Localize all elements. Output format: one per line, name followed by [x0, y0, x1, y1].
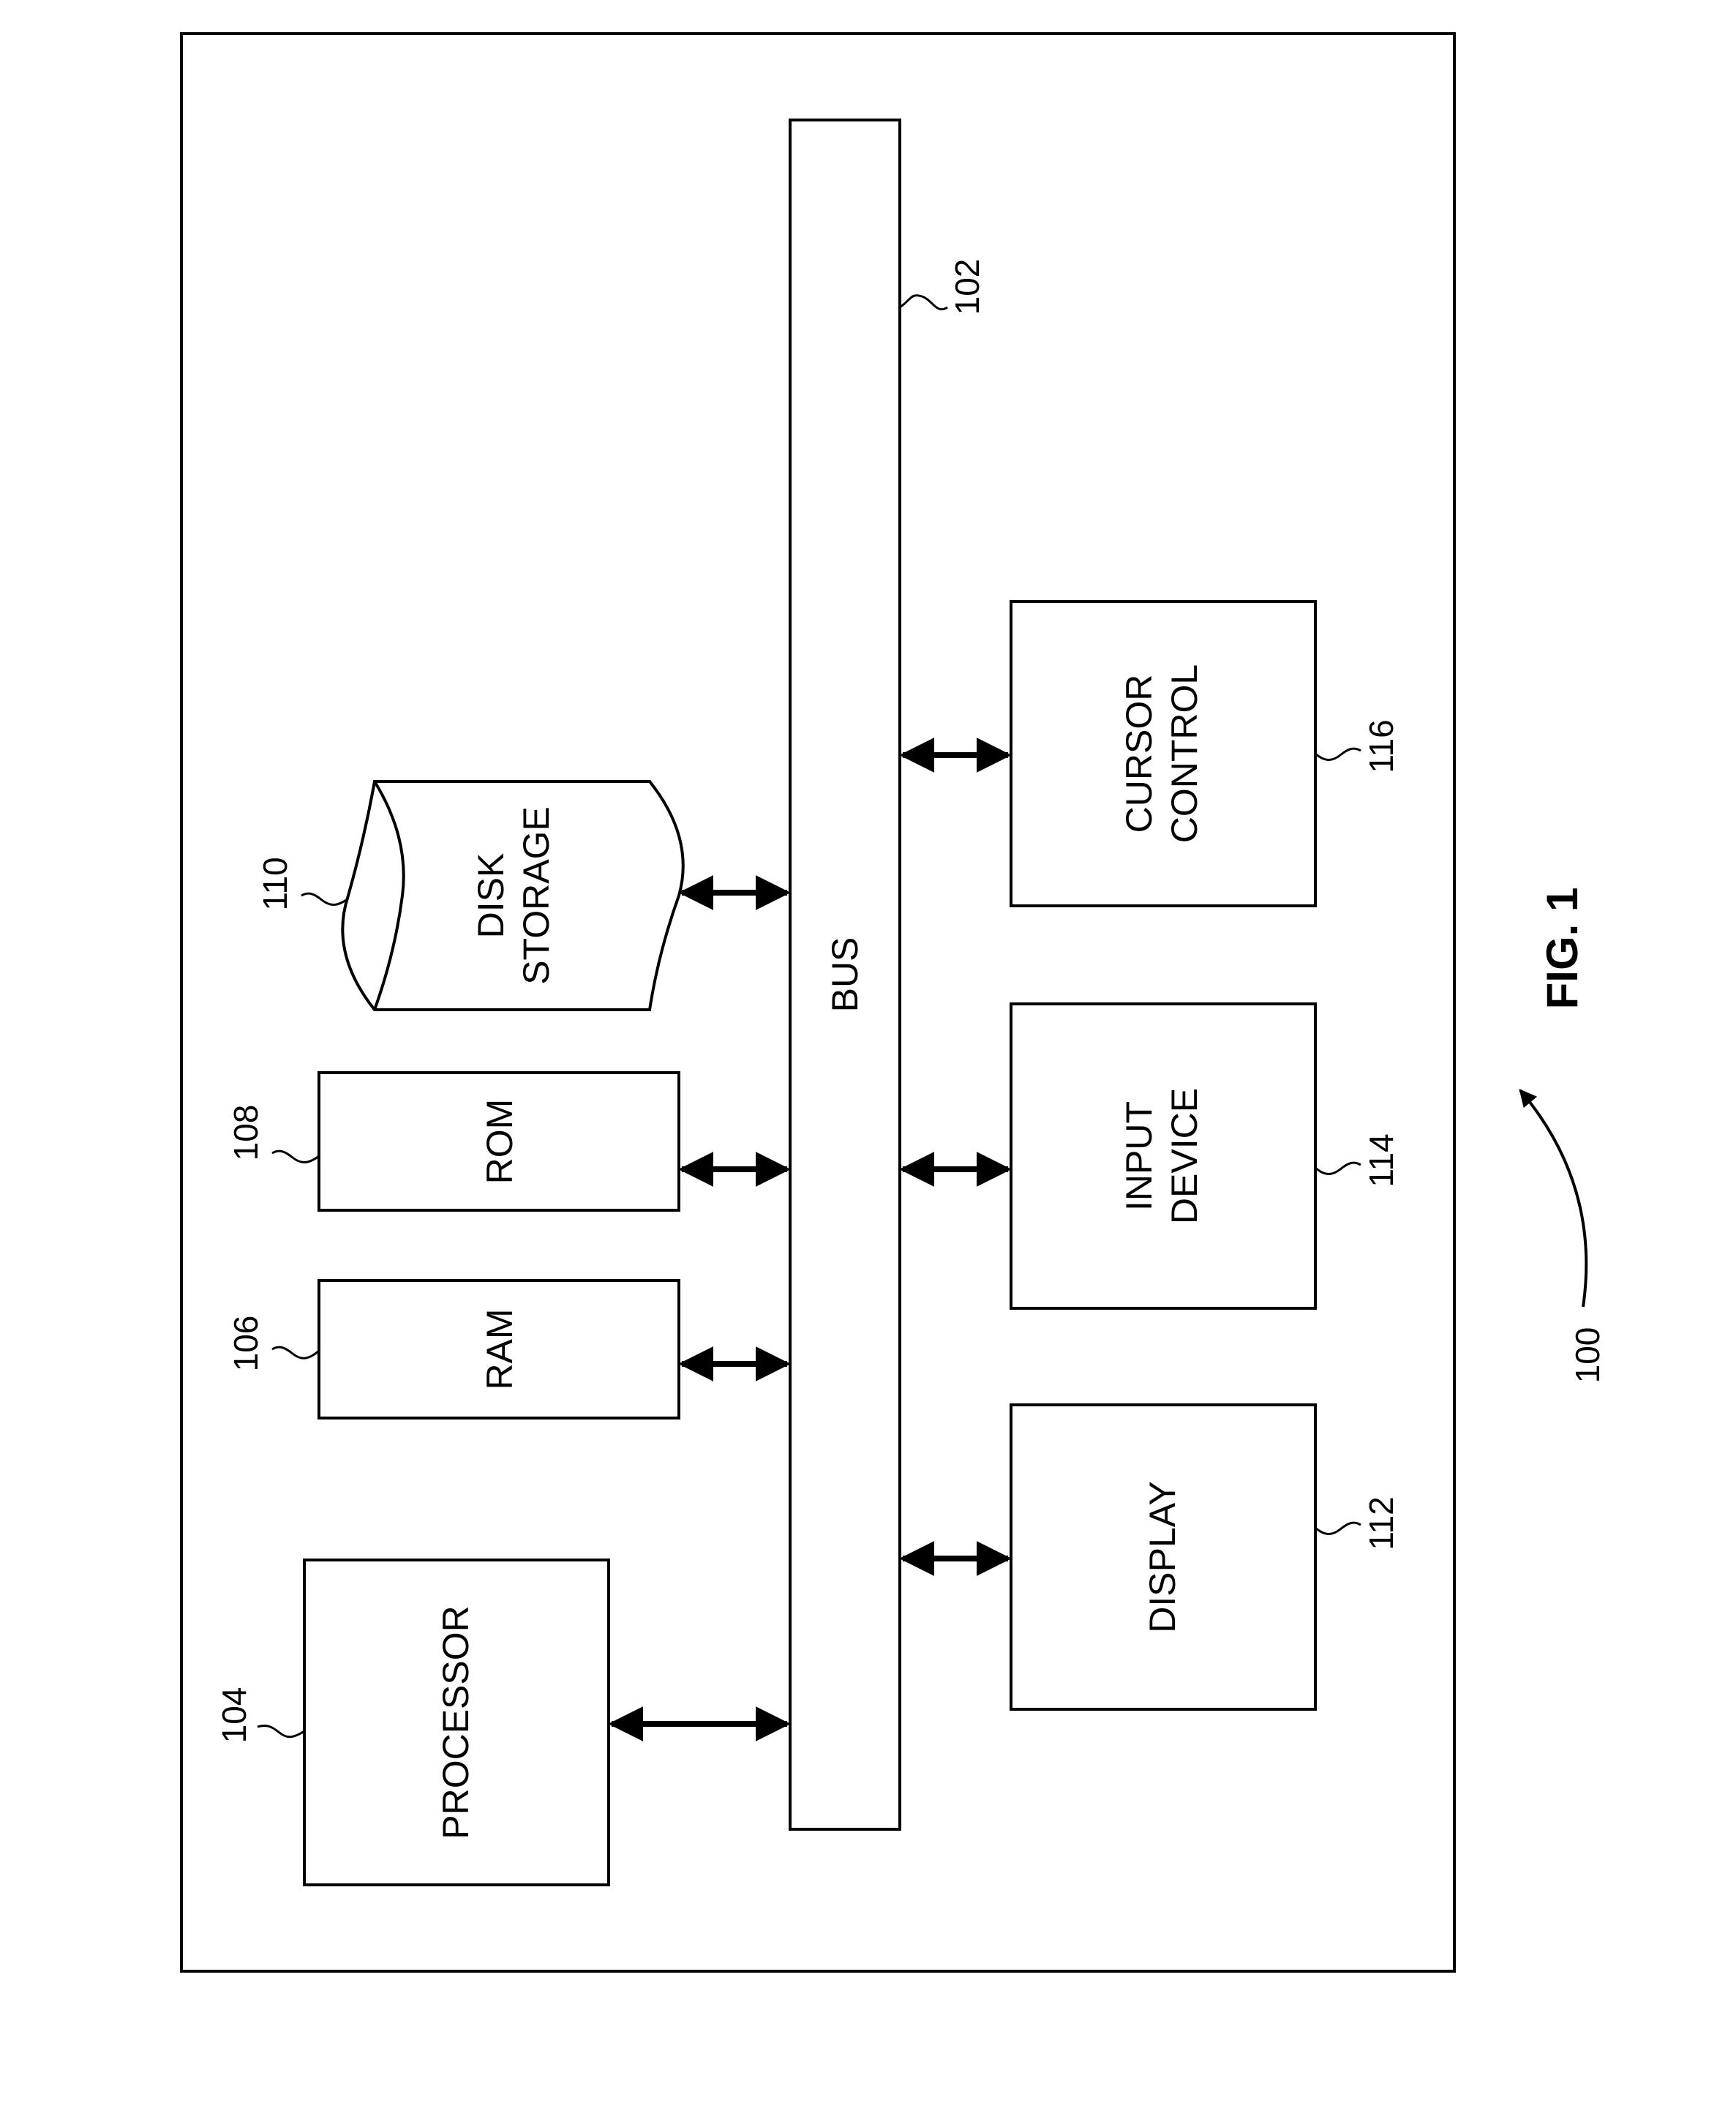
cursor-control-ref-leader: [1315, 749, 1361, 760]
cursor-control-label-line1: CURSOR: [1119, 675, 1160, 833]
system-reference: 100: [1520, 1090, 1607, 1383]
bus: BUS 102: [790, 120, 986, 1829]
disk-storage-label-line2: STORAGE: [516, 806, 557, 985]
bus-ref-leader: [900, 296, 947, 310]
processor-label: PROCESSOR: [435, 1605, 476, 1839]
processor-ref-leader: [258, 1725, 304, 1736]
disk-storage-ref-leader: [301, 893, 348, 904]
input-device-box: [1011, 1004, 1315, 1308]
system-ref-curved-arrow: [1520, 1090, 1586, 1307]
processor-ref-number: 104: [215, 1687, 253, 1744]
input-device-label-line2: DEVICE: [1164, 1088, 1205, 1224]
disk-storage-block: DISK STORAGE 110: [256, 781, 787, 1010]
disk-storage-label-line1: DISK: [470, 853, 511, 939]
bus-ref-number: 102: [948, 259, 986, 315]
input-device-ref-number: 114: [1362, 1133, 1400, 1187]
input-device-label-line1: INPUT: [1119, 1101, 1160, 1211]
ram-ref-number: 106: [227, 1316, 265, 1372]
cursor-control-label-line2: CONTROL: [1164, 664, 1205, 843]
cursor-control-ref-number: 116: [1362, 719, 1400, 773]
display-label: DISPLAY: [1142, 1481, 1183, 1633]
bus-label: BUS: [824, 937, 865, 1013]
cursor-control-block: CURSOR CONTROL 116: [903, 601, 1400, 906]
rom-label: ROM: [479, 1099, 520, 1185]
ram-label: RAM: [479, 1308, 520, 1389]
rom-ref-leader: [272, 1151, 319, 1162]
cursor-control-box: [1011, 601, 1315, 906]
rom-ref-number: 108: [227, 1105, 265, 1161]
disk-storage-ref-number: 110: [256, 857, 294, 910]
rom-block: ROM 108: [227, 1073, 787, 1210]
input-device-block: INPUT DEVICE 114: [903, 1004, 1400, 1308]
ram-block: RAM 106: [227, 1280, 787, 1418]
system-ref-number: 100: [1568, 1327, 1607, 1384]
figure-caption: FIG. 1: [1538, 888, 1587, 1010]
display-ref-leader: [1315, 1523, 1361, 1534]
disk-storage-cylinder: [342, 781, 683, 1010]
input-device-ref-leader: [1315, 1163, 1361, 1174]
display-ref-number: 112: [1362, 1496, 1400, 1550]
display-block: DISPLAY 112: [903, 1405, 1400, 1709]
ram-ref-leader: [272, 1347, 319, 1358]
disk-storage-cylinder-face: [375, 781, 404, 1010]
processor-block: PROCESSOR 104: [215, 1560, 787, 1885]
